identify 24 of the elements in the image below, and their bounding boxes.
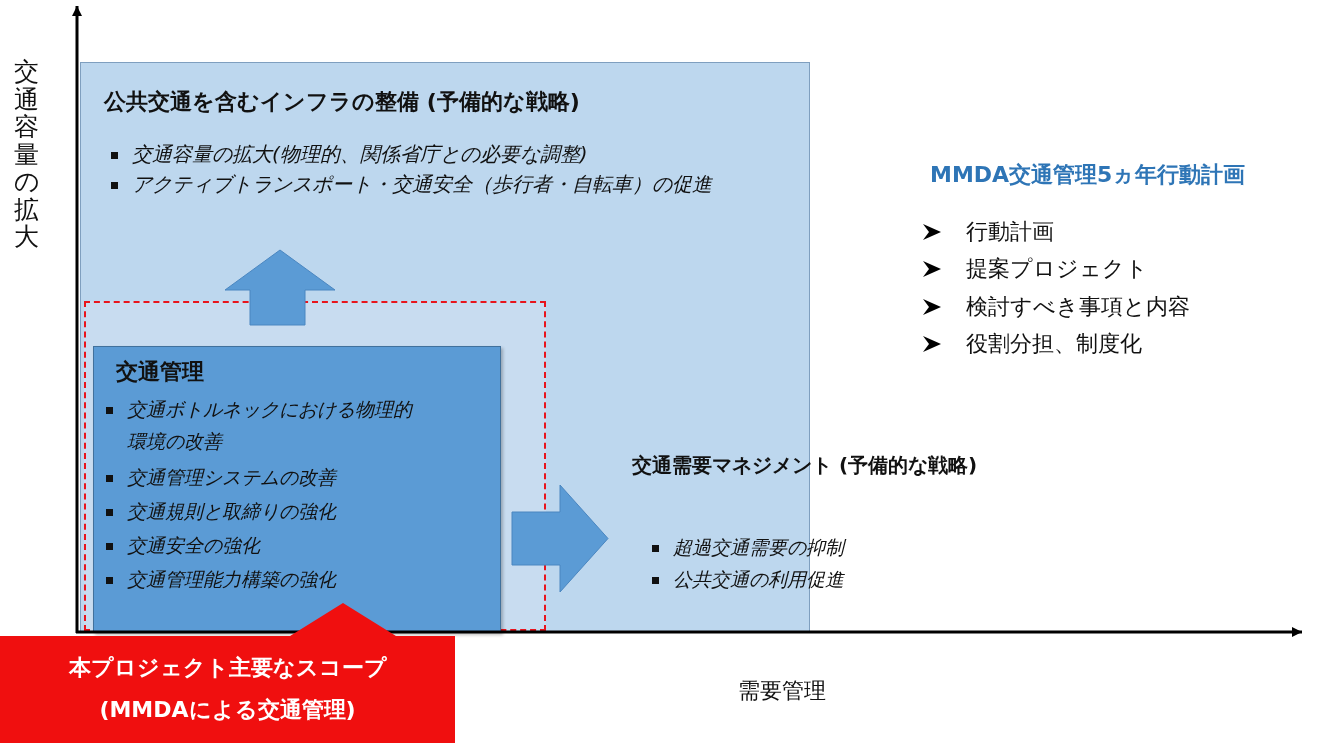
infra-heading: 公共交通を含むインフラの整備 (予備的な戦略) xyxy=(104,88,580,116)
plan-item: 行動計画 xyxy=(966,218,1054,246)
traffic-management-box xyxy=(93,346,501,633)
bullet-item: アクティブトランスポート・交通安全（歩行者・自転車）の促進 xyxy=(111,171,712,198)
block-arrow xyxy=(224,249,336,326)
bullet-item: 交通安全の強化 xyxy=(106,533,260,559)
bullet-item: 交通管理システムの改善 xyxy=(106,465,336,491)
scope-region xyxy=(84,301,546,631)
bullet-item: 交通容量の拡大(物理的、関係省庁との必要な調整) xyxy=(111,141,588,168)
box-heading: 交通管理 xyxy=(116,358,204,386)
scope-subtitle: (MMDAによる交通管理) xyxy=(98,696,357,724)
block-arrow xyxy=(511,484,609,593)
bullet-item: 交通規則と取締りの強化 xyxy=(106,499,336,525)
bullet-item: 公共交通の利用促進 xyxy=(652,567,844,593)
axis-label: 需要管理 xyxy=(738,677,826,705)
scope-title: 本プロジェクト主要なスコープ xyxy=(67,654,388,682)
plan-item: 役割分担、制度化 xyxy=(966,330,1142,358)
demand-heading: 交通需要マネジメント (予備的な戦略) xyxy=(632,452,978,479)
plan-title: MMDA交通管理5ヵ年行動計画 xyxy=(930,161,1246,189)
bullet-item: 交通管理能力構築の強化 xyxy=(106,567,336,593)
axis-label: 交通容量の拡大 xyxy=(14,58,39,251)
plan-item: 検討すべき事項と内容 xyxy=(966,293,1190,321)
plan-item: 提案プロジェクト xyxy=(966,255,1148,283)
bullet-item: 交通ボトルネックにおける物理的環境の改善 xyxy=(106,393,427,457)
